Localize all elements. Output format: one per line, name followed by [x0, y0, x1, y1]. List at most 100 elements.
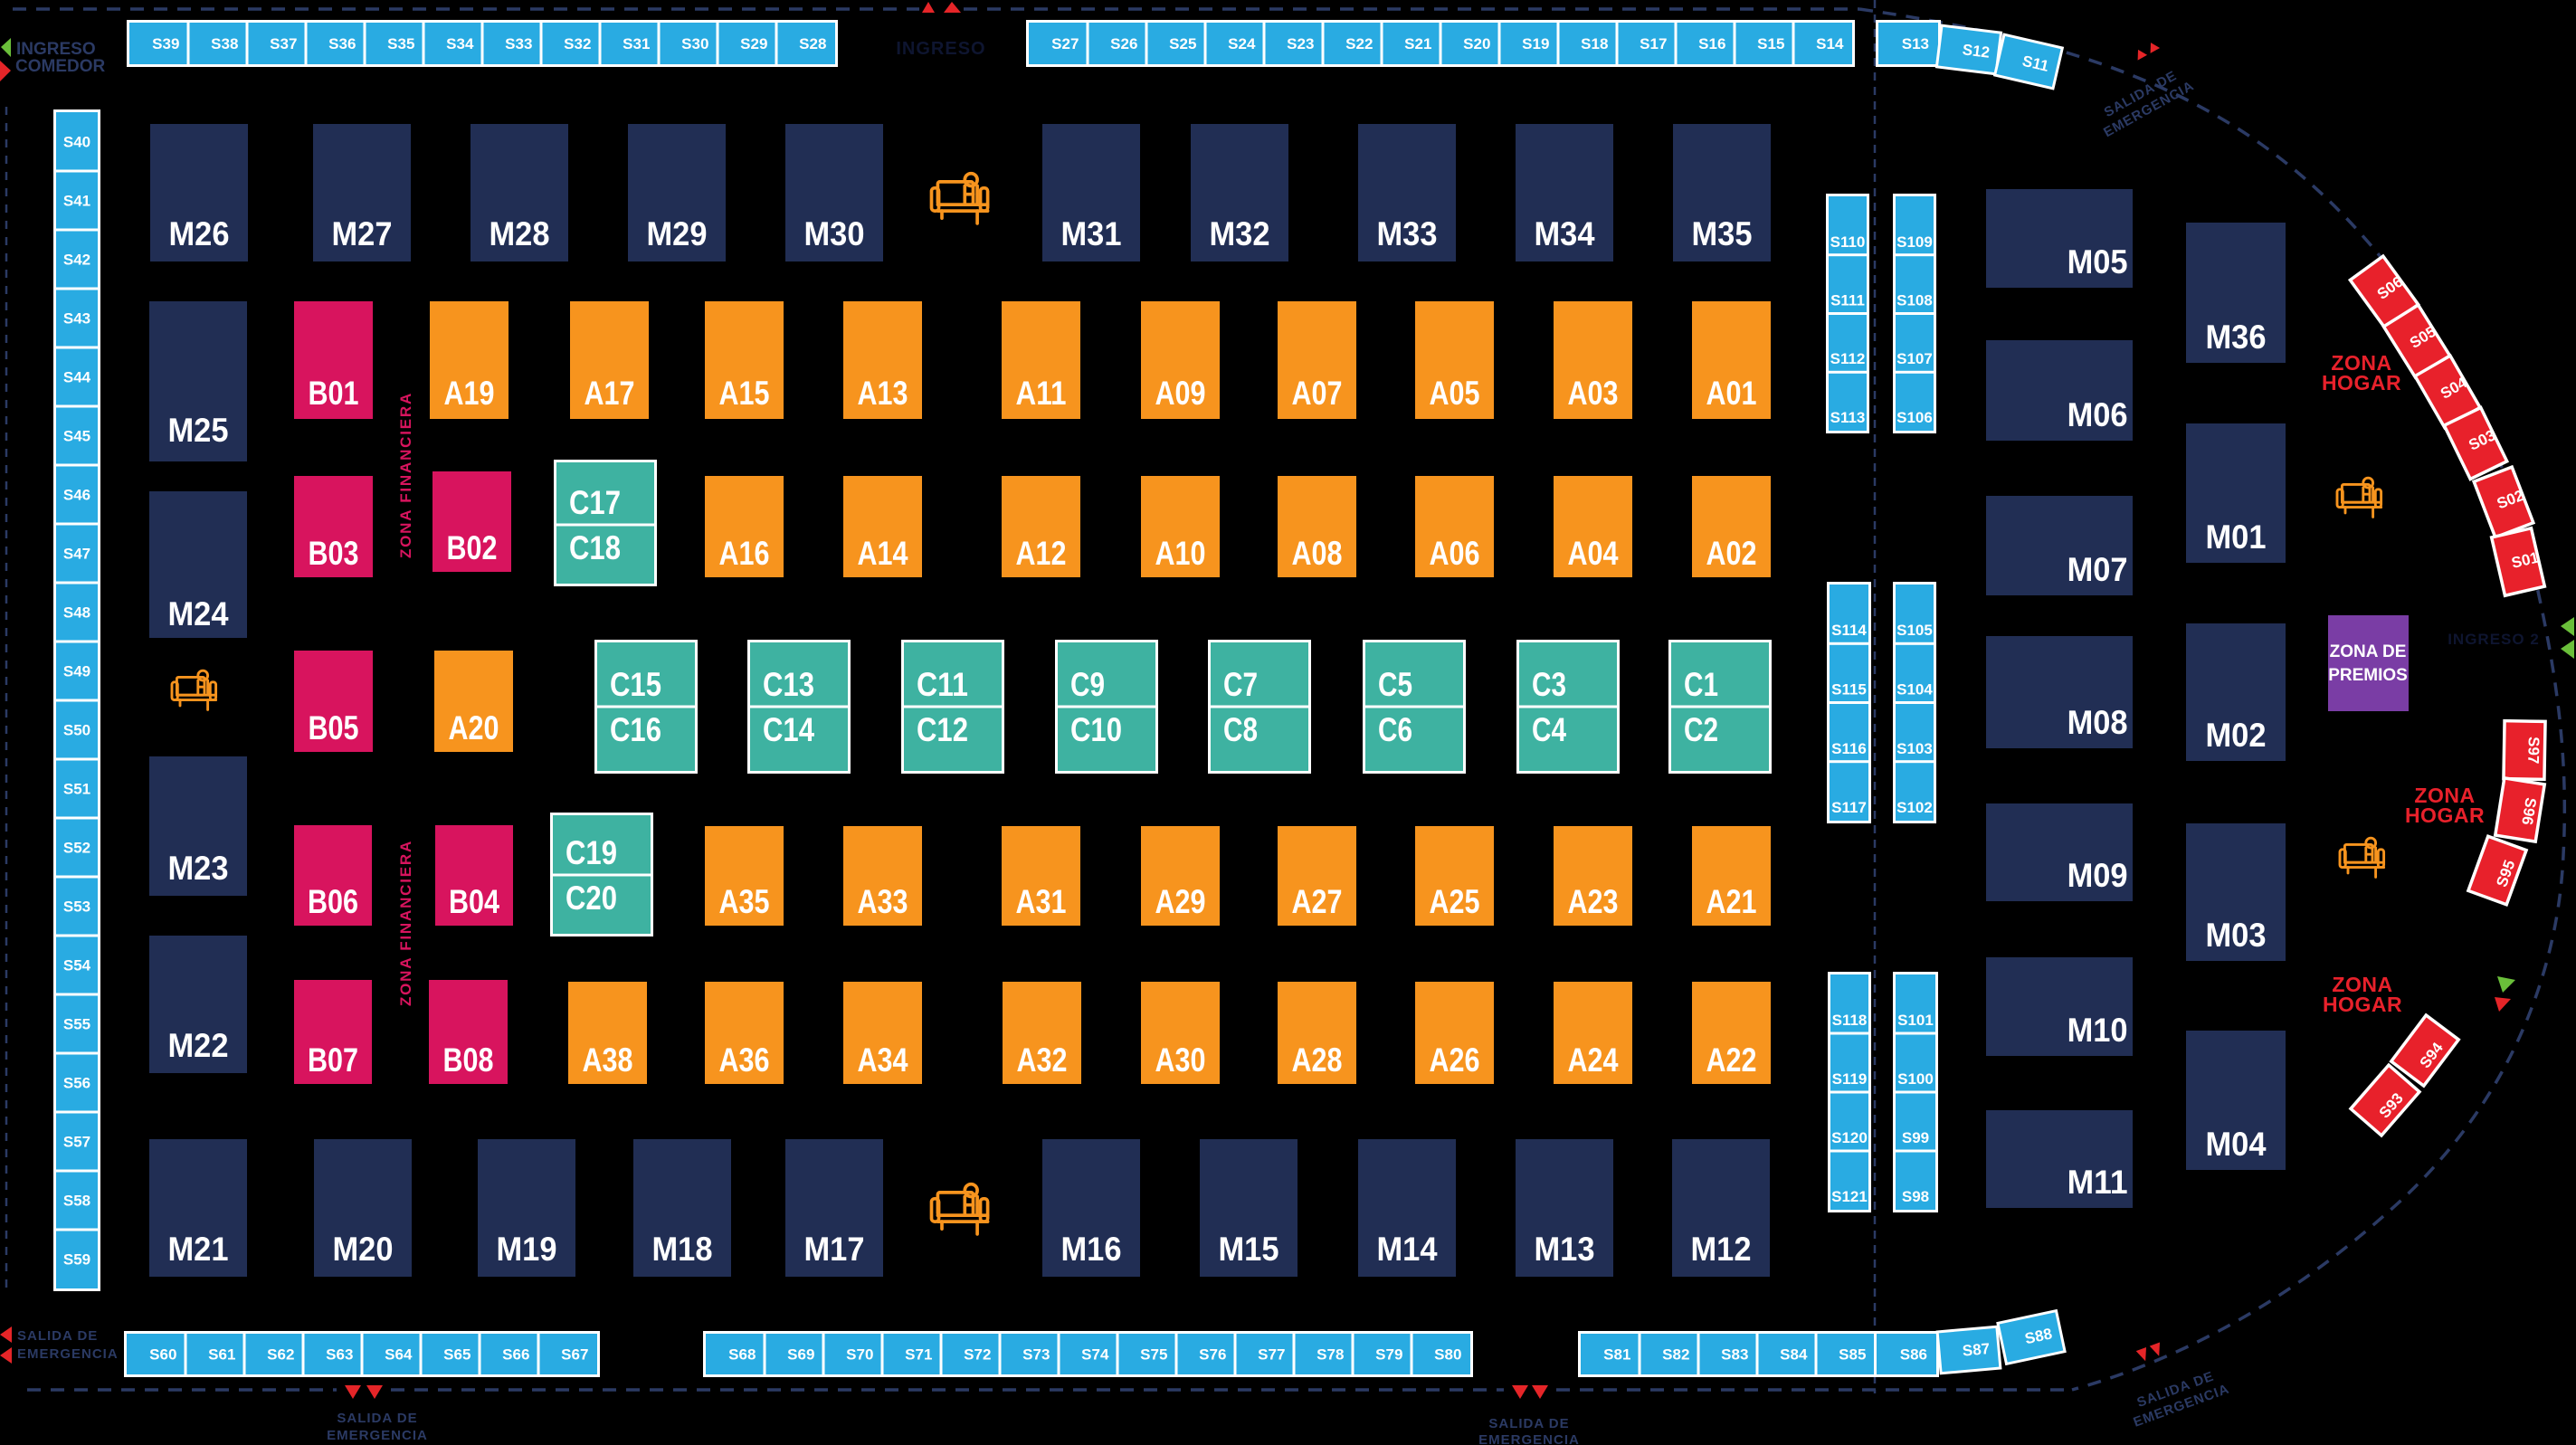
svg-text:M23: M23 — [168, 850, 229, 887]
svg-text:S27: S27 — [1051, 35, 1079, 52]
svg-text:HOGAR: HOGAR — [2405, 803, 2485, 827]
svg-text:S108: S108 — [1896, 292, 1933, 309]
svg-text:A07: A07 — [1292, 375, 1343, 412]
svg-text:S26: S26 — [1110, 35, 1137, 52]
svg-text:S96: S96 — [2518, 796, 2539, 826]
svg-text:A30: A30 — [1155, 1041, 1206, 1079]
svg-text:M04: M04 — [2206, 1126, 2267, 1163]
svg-text:S58: S58 — [63, 1193, 90, 1210]
svg-text:M05: M05 — [2067, 243, 2128, 280]
svg-text:COMEDOR: COMEDOR — [15, 57, 106, 76]
svg-text:ZONA FINANCIERA: ZONA FINANCIERA — [397, 392, 414, 558]
svg-text:M22: M22 — [168, 1027, 229, 1064]
svg-text:M29: M29 — [647, 215, 708, 252]
svg-text:S40: S40 — [63, 134, 90, 151]
svg-text:B08: B08 — [443, 1041, 494, 1079]
svg-text:M36: M36 — [2206, 318, 2267, 356]
svg-text:S76: S76 — [1199, 1346, 1226, 1364]
svg-text:M15: M15 — [1219, 1231, 1279, 1268]
svg-text:A17: A17 — [585, 375, 635, 412]
svg-text:S21: S21 — [1404, 35, 1431, 52]
svg-text:M24: M24 — [168, 595, 229, 632]
svg-text:S61: S61 — [208, 1346, 235, 1364]
svg-text:C6: C6 — [1378, 711, 1412, 748]
svg-text:S71: S71 — [905, 1346, 932, 1364]
svg-text:C5: C5 — [1378, 666, 1412, 703]
svg-text:S106: S106 — [1896, 409, 1933, 426]
svg-text:S118: S118 — [1832, 1012, 1868, 1029]
svg-text:M19: M19 — [497, 1231, 557, 1268]
svg-text:A21: A21 — [1706, 883, 1757, 920]
svg-text:A03: A03 — [1568, 375, 1619, 412]
svg-text:C3: C3 — [1532, 666, 1566, 703]
svg-text:A25: A25 — [1430, 883, 1480, 920]
svg-text:S78: S78 — [1317, 1346, 1344, 1364]
svg-text:ZONA DE: ZONA DE — [2330, 642, 2407, 661]
svg-text:A16: A16 — [719, 535, 770, 572]
svg-text:M30: M30 — [804, 215, 865, 252]
svg-text:A35: A35 — [719, 883, 770, 920]
svg-text:S70: S70 — [846, 1346, 873, 1364]
svg-text:S16: S16 — [1698, 35, 1725, 52]
svg-text:S13: S13 — [1902, 35, 1929, 52]
svg-text:A01: A01 — [1706, 375, 1757, 412]
svg-text:M16: M16 — [1061, 1231, 1122, 1268]
svg-text:M25: M25 — [168, 412, 229, 449]
svg-text:A29: A29 — [1155, 883, 1206, 920]
svg-text:SALIDA DE: SALIDA DE — [1488, 1416, 1569, 1431]
svg-text:C18: C18 — [569, 529, 621, 566]
svg-text:A09: A09 — [1155, 375, 1206, 412]
svg-text:M34: M34 — [1535, 215, 1595, 252]
svg-text:A19: A19 — [444, 375, 495, 412]
svg-text:A26: A26 — [1430, 1041, 1480, 1079]
svg-text:M28: M28 — [490, 215, 550, 252]
svg-text:M07: M07 — [2067, 551, 2128, 588]
svg-text:INGRESO 2: INGRESO 2 — [2448, 631, 2540, 648]
svg-text:S39: S39 — [152, 35, 179, 52]
svg-text:S73: S73 — [1022, 1346, 1050, 1364]
svg-text:S34: S34 — [446, 35, 474, 52]
svg-text:C16: C16 — [610, 711, 661, 748]
svg-text:S80: S80 — [1434, 1346, 1461, 1364]
svg-text:S19: S19 — [1522, 35, 1549, 52]
svg-text:A20: A20 — [449, 709, 499, 746]
svg-text:M01: M01 — [2206, 518, 2267, 556]
svg-text:S116: S116 — [1831, 740, 1867, 757]
svg-text:EMERGENCIA: EMERGENCIA — [1478, 1432, 1580, 1445]
svg-text:A05: A05 — [1430, 375, 1480, 412]
svg-text:M35: M35 — [1692, 215, 1753, 252]
svg-text:M08: M08 — [2067, 704, 2128, 741]
svg-text:SALIDA DE: SALIDA DE — [17, 1328, 98, 1344]
svg-text:INGRESO: INGRESO — [896, 39, 985, 59]
svg-text:B01: B01 — [309, 375, 359, 412]
svg-text:S119: S119 — [1832, 1070, 1868, 1088]
svg-text:C1: C1 — [1684, 666, 1718, 703]
svg-text:S101: S101 — [1897, 1012, 1934, 1029]
svg-text:A06: A06 — [1430, 535, 1480, 572]
svg-text:A23: A23 — [1568, 883, 1619, 920]
svg-text:S24: S24 — [1228, 35, 1256, 52]
svg-text:S12: S12 — [1962, 41, 1991, 62]
svg-text:S74: S74 — [1081, 1346, 1109, 1364]
svg-text:S63: S63 — [326, 1346, 353, 1364]
svg-text:M32: M32 — [1210, 215, 1270, 252]
svg-text:S53: S53 — [63, 898, 90, 916]
svg-text:A38: A38 — [583, 1041, 633, 1079]
svg-text:M27: M27 — [332, 215, 393, 252]
svg-text:S60: S60 — [149, 1346, 176, 1364]
svg-text:S38: S38 — [211, 35, 238, 52]
svg-text:S22: S22 — [1345, 35, 1373, 52]
svg-text:S69: S69 — [787, 1346, 814, 1364]
svg-text:A33: A33 — [858, 883, 908, 920]
svg-text:S79: S79 — [1375, 1346, 1402, 1364]
svg-text:S67: S67 — [561, 1346, 588, 1364]
svg-text:S84: S84 — [1780, 1346, 1808, 1364]
svg-text:M33: M33 — [1377, 215, 1438, 252]
svg-text:EMERGENCIA: EMERGENCIA — [17, 1346, 119, 1362]
svg-text:S112: S112 — [1830, 350, 1866, 367]
svg-text:A14: A14 — [858, 535, 908, 572]
svg-text:S17: S17 — [1640, 35, 1667, 52]
svg-text:S42: S42 — [63, 252, 90, 269]
svg-text:C11: C11 — [917, 666, 968, 703]
svg-text:S57: S57 — [63, 1134, 90, 1151]
